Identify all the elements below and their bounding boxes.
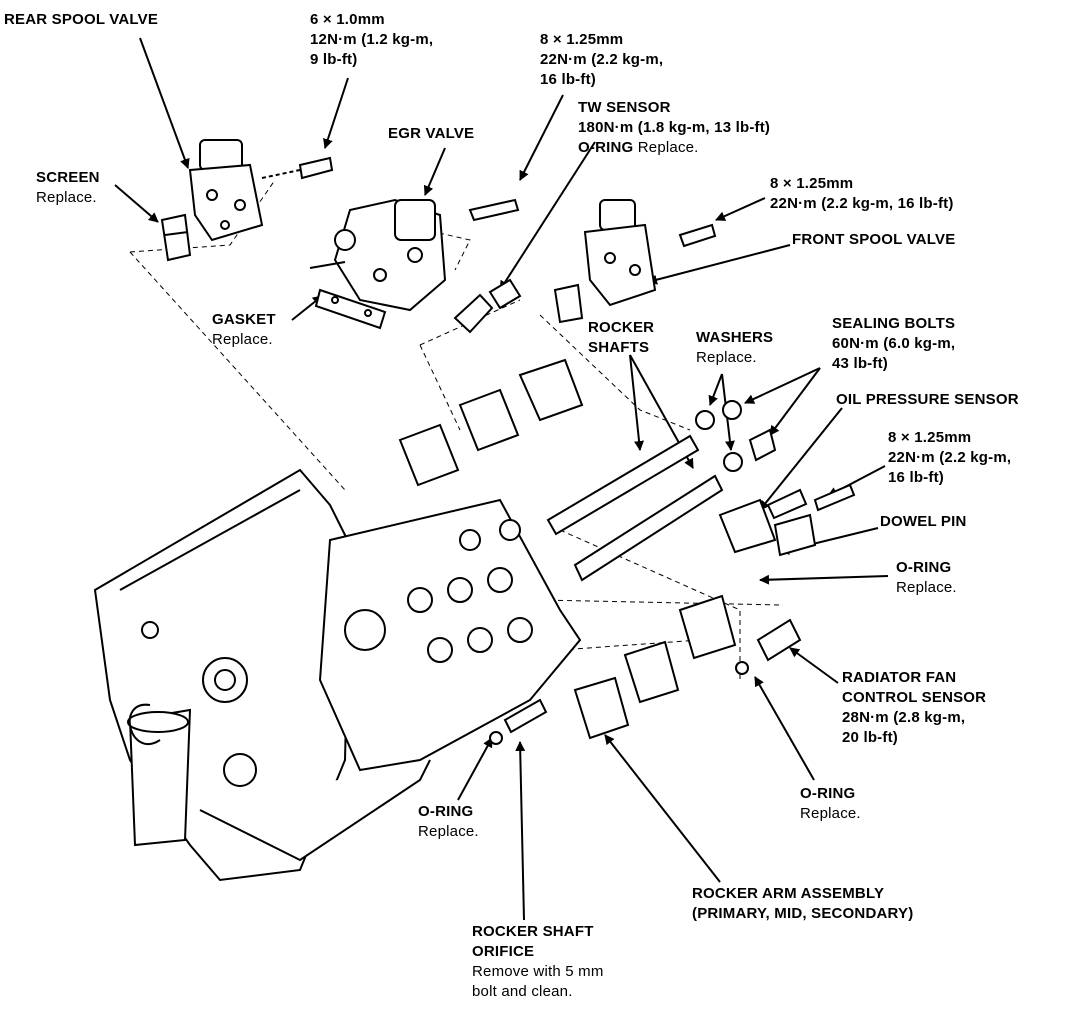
label-oring-lower-left: O-RING Replace. <box>418 802 479 842</box>
rocker-shafts-part <box>546 434 724 582</box>
oring-lower-right-note: Replace. <box>800 805 861 822</box>
label-rocker-shaft-orifice: ROCKER SHAFT ORIFICE Remove with 5 mm bo… <box>472 922 604 1002</box>
bolt-8x125-front-size: 8 × 1.25mm <box>770 175 854 192</box>
oring-right-title: O-RING <box>896 559 952 576</box>
washers-note: Replace. <box>696 349 757 366</box>
radiator-fan-sensor-torque-lbft: 20 lb-ft) <box>842 729 898 746</box>
label-rocker-shafts: ROCKER SHAFTS <box>588 318 654 358</box>
rocker-shaft-orifice-part <box>489 698 548 745</box>
tw-sensor-note: Replace. <box>637 139 699 156</box>
screen-note: Replace. <box>36 189 97 206</box>
radiator-fan-sensor-torque: 28N·m (2.8 kg-m, <box>842 709 966 726</box>
sealing-bolts-title: SEALING BOLTS <box>832 315 956 332</box>
screen-title: SCREEN <box>36 169 100 186</box>
bolt-8x125-top-torque-lbft: 16 lb-ft) <box>540 71 596 88</box>
oil-pressure-sensor-title: OIL PRESSURE SENSOR <box>836 391 1019 408</box>
tw-sensor-torque: 180N·m (1.8 kg-m, 13 lb-ft) <box>578 119 771 136</box>
tw-sensor-part <box>453 278 522 334</box>
label-bolt-6x1: 6 × 1.0mm 12N·m (1.2 kg-m, 9 lb-ft) <box>310 10 433 70</box>
tw-sensor-title: TW SENSOR <box>578 99 671 116</box>
label-washers: WASHERS Replace. <box>696 328 773 368</box>
oring-lower-right-title: O-RING <box>800 785 856 802</box>
oring-lower-left-note: Replace. <box>418 823 479 840</box>
rear-spool-valve-title: REAR SPOOL VALVE <box>4 11 159 28</box>
radiator-fan-sensor-line2: CONTROL SENSOR <box>842 689 987 706</box>
bolt-8x125-top-size: 8 × 1.25mm <box>540 31 624 48</box>
radiator-fan-sensor-line1: RADIATOR FAN <box>842 669 957 686</box>
washers-sealing-bolts-part <box>695 400 777 472</box>
rocker-shafts-line1: ROCKER <box>588 319 655 336</box>
label-oring-right: O-RING Replace. <box>896 558 957 598</box>
oring-lower-left-title: O-RING <box>418 803 474 820</box>
bolt-6x1-size: 6 × 1.0mm <box>310 11 385 28</box>
oring-right-note: Replace. <box>896 579 957 596</box>
dowel-pin-title: DOWEL PIN <box>880 513 967 530</box>
label-radiator-fan-sensor: RADIATOR FAN CONTROL SENSOR 28N·m (2.8 k… <box>842 668 986 748</box>
radiator-fan-sensor-part <box>735 618 802 675</box>
egr-valve-part <box>309 198 520 312</box>
label-bolt-8x125-top: 8 × 1.25mm 22N·m (2.2 kg-m, 16 lb-ft) <box>540 30 663 90</box>
label-bolt-8x125-front: 8 × 1.25mm 22N·m (2.2 kg-m, 16 lb-ft) <box>770 174 954 214</box>
rocker-shaft-orifice-note2: bolt and clean. <box>472 983 573 1000</box>
sealing-bolts-torque: 60N·m (6.0 kg-m, <box>832 335 956 352</box>
bolt-8x125-right-size: 8 × 1.25mm <box>888 429 972 446</box>
label-egr-valve: EGR VALVE <box>388 124 474 144</box>
leader-arrows <box>114 37 889 921</box>
label-rear-spool-valve: REAR SPOOL VALVE <box>4 10 158 30</box>
egr-valve-title: EGR VALVE <box>388 125 475 142</box>
rocker-arm-assembly-line1: ROCKER ARM ASSEMBLY <box>692 885 885 902</box>
washers-title: WASHERS <box>696 329 774 346</box>
rear-spool-valve-part <box>188 139 334 242</box>
bolt-8x125-front-torque: 22N·m (2.2 kg-m, 16 lb-ft) <box>770 195 954 212</box>
label-bolt-8x125-right: 8 × 1.25mm 22N·m (2.2 kg-m, 16 lb-ft) <box>888 428 1011 488</box>
label-tw-sensor: TW SENSOR 180N·m (1.8 kg-m, 13 lb-ft) O-… <box>578 98 770 158</box>
oil-pressure-sensor-part <box>718 483 856 557</box>
rocker-shaft-orifice-line2: ORIFICE <box>472 943 535 960</box>
bolt-8x125-right-torque-lbft: 16 lb-ft) <box>888 469 944 486</box>
rocker-shafts-line2: SHAFTS <box>588 339 650 356</box>
engine-block <box>93 468 582 882</box>
front-spool-valve-title: FRONT SPOOL VALVE <box>792 231 956 248</box>
rocker-arms-upper <box>398 358 584 487</box>
bolt-8x125-right-torque: 22N·m (2.2 kg-m, <box>888 449 1012 466</box>
label-front-spool-valve: FRONT SPOOL VALVE <box>792 230 955 250</box>
tw-sensor-oring: O-RING <box>578 139 634 156</box>
bolt-8x125-top-torque: 22N·m (2.2 kg-m, <box>540 51 664 68</box>
bolt-6x1-torque: 12N·m (1.2 kg-m, <box>310 31 434 48</box>
rocker-shaft-orifice-line1: ROCKER SHAFT <box>472 923 594 940</box>
label-gasket: GASKET Replace. <box>212 310 276 350</box>
rocker-arm-assembly-line2: (PRIMARY, MID, SECONDARY) <box>692 905 914 922</box>
label-sealing-bolts: SEALING BOLTS 60N·m (6.0 kg-m, 43 lb-ft) <box>832 314 955 374</box>
sealing-bolts-torque-lbft: 43 lb-ft) <box>832 355 888 372</box>
label-oring-lower-right: O-RING Replace. <box>800 784 861 824</box>
rocker-arms-lower <box>573 594 737 740</box>
front-spool-valve-part <box>553 199 717 324</box>
bolt-6x1-torque-lbft: 9 lb-ft) <box>310 51 358 68</box>
label-screen: SCREEN Replace. <box>36 168 100 208</box>
screen-part <box>160 213 192 262</box>
gasket-title: GASKET <box>212 311 276 328</box>
label-dowel-pin: DOWEL PIN <box>880 512 967 532</box>
rocker-shaft-orifice-note1: Remove with 5 mm <box>472 963 604 980</box>
label-rocker-arm-assembly: ROCKER ARM ASSEMBLY (PRIMARY, MID, SECON… <box>692 884 913 924</box>
label-oil-pressure-sensor: OIL PRESSURE SENSOR <box>836 390 1019 410</box>
gasket-part <box>314 288 387 330</box>
gasket-note: Replace. <box>212 331 273 348</box>
